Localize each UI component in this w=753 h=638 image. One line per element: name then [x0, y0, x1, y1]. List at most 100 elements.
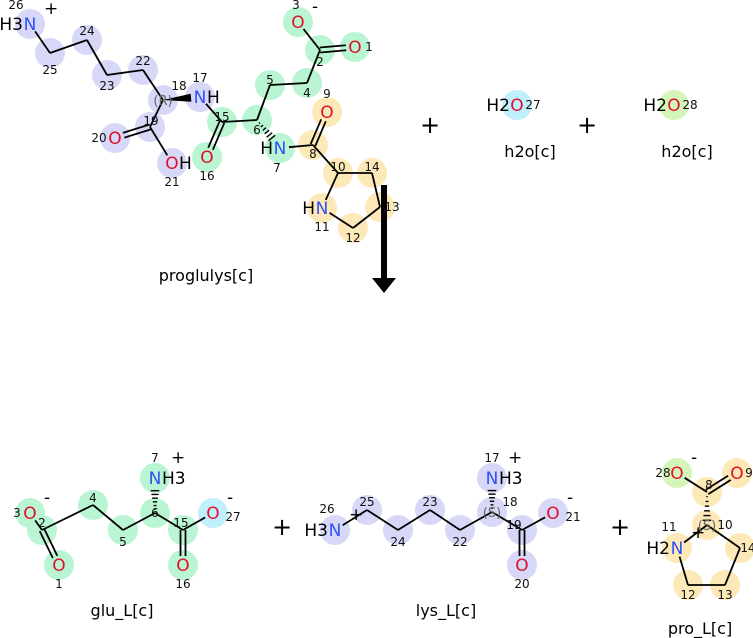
charge-sign: -	[691, 448, 697, 468]
single-bond	[342, 509, 368, 526]
double-bond	[707, 479, 732, 495]
atom-label-bg	[164, 155, 180, 171]
atom-c-25: 25	[42, 63, 57, 77]
single-bond	[221, 119, 258, 123]
atom-o-16: O16	[175, 556, 191, 591]
hash-bond	[258, 122, 261, 125]
single-bond	[288, 144, 314, 149]
atom-number: 12	[345, 231, 360, 245]
atom-n-11: NH2+11	[646, 520, 705, 559]
charge-sign: +	[508, 448, 522, 468]
hydrogen-suffix: H	[179, 154, 192, 174]
plus-sign: +	[272, 513, 292, 541]
atom-o-28: O- 28	[655, 448, 697, 484]
atom-number: 10	[330, 160, 345, 174]
double-bond	[38, 530, 54, 559]
atom-label-bg	[314, 200, 330, 216]
molecule-name-h2o: h2o[c]	[661, 142, 712, 161]
atom-number: 23	[422, 495, 437, 509]
atom-c-2: 2	[316, 55, 324, 69]
element-symbol: O	[730, 464, 743, 484]
hydrogen-prefix: H2	[486, 96, 510, 116]
element-symbol: O	[165, 154, 178, 174]
atom-number: 7	[151, 451, 159, 465]
atom-label-bg	[484, 470, 500, 486]
atom-c-8: 8	[705, 478, 713, 492]
atom-number: 16	[175, 577, 190, 591]
element-symbol: O	[108, 129, 121, 149]
atom-label-bg	[192, 89, 208, 105]
single-bond	[154, 512, 184, 531]
single-bond	[312, 144, 339, 174]
hydrogen-suffix: H3	[499, 469, 523, 489]
charge-sign: -	[44, 488, 50, 508]
wedge-bond	[163, 93, 192, 102]
atom-c-10: (S)10	[698, 518, 733, 534]
atom-o-27: O-27	[205, 488, 241, 524]
atom-number: 5	[266, 73, 274, 87]
atom-number: 25	[42, 63, 57, 77]
element-symbol: O	[670, 464, 683, 484]
hydrogen-prefix: H3	[0, 15, 23, 35]
element-symbol: O	[200, 148, 213, 168]
atom-label-bg	[319, 104, 335, 120]
single-bond	[491, 511, 523, 531]
atom-c-6: 6	[151, 506, 159, 520]
single-bond	[459, 511, 493, 531]
element-symbol: O	[176, 556, 189, 576]
atom-number: 19	[506, 518, 521, 532]
atom-label-bg	[514, 557, 530, 573]
atom-number: 28	[655, 466, 670, 480]
hydrogen-prefix: H3	[304, 521, 328, 541]
single-bond	[684, 477, 708, 493]
atom-number: 11	[314, 220, 329, 234]
atom-number: 17	[484, 451, 499, 465]
atom-c-18: (R)18	[153, 79, 186, 109]
atom-label-bg	[545, 505, 561, 521]
molecule-name-pro-L: pro_L[c]	[668, 619, 732, 638]
atom-c-22: 22	[135, 54, 150, 68]
atom-number: 26	[8, 0, 23, 12]
single-bond	[106, 69, 144, 76]
atom-number: 9	[745, 466, 753, 480]
charge-sign: +	[171, 448, 185, 468]
element-symbol: N	[671, 539, 684, 559]
hydrogen-suffix: H	[207, 88, 220, 108]
atom-number: 15	[173, 516, 188, 530]
atom-o-16: O16	[199, 148, 215, 183]
single-bond	[706, 524, 741, 549]
atom-number: 8	[309, 147, 317, 161]
hydrogen-suffix: H3	[162, 469, 186, 489]
atom-number: 24	[79, 24, 94, 38]
atom-number: 14	[364, 160, 379, 174]
atom-number: 22	[135, 54, 150, 68]
single-bond	[49, 39, 88, 54]
atom-o-21: O-21	[545, 488, 581, 524]
element-symbol: N	[316, 199, 329, 219]
hash-bond	[260, 124, 264, 128]
atom-number: 27	[225, 510, 240, 524]
double-bond	[705, 474, 729, 491]
atom-o-9: O9	[319, 87, 335, 123]
atom-c-15: 15	[214, 110, 229, 124]
atom-number: 21	[565, 510, 580, 524]
single-bond	[429, 509, 461, 531]
atom-number: 19	[143, 114, 158, 128]
single-bond	[256, 84, 271, 121]
atom-c-5: 5	[119, 535, 127, 549]
element-symbol: O	[320, 103, 333, 123]
plus-sign: +	[577, 111, 597, 139]
hydrogen-prefix: H	[260, 139, 273, 159]
single-bond	[366, 509, 399, 531]
element-symbol: N	[24, 15, 37, 35]
molecule-name-proglulys: proglulys[c]	[159, 266, 253, 285]
atom-c-5: 5	[266, 73, 274, 87]
atom-label-bg	[347, 39, 363, 55]
atom-c-24: 24	[390, 535, 405, 549]
single-bond	[724, 547, 741, 586]
